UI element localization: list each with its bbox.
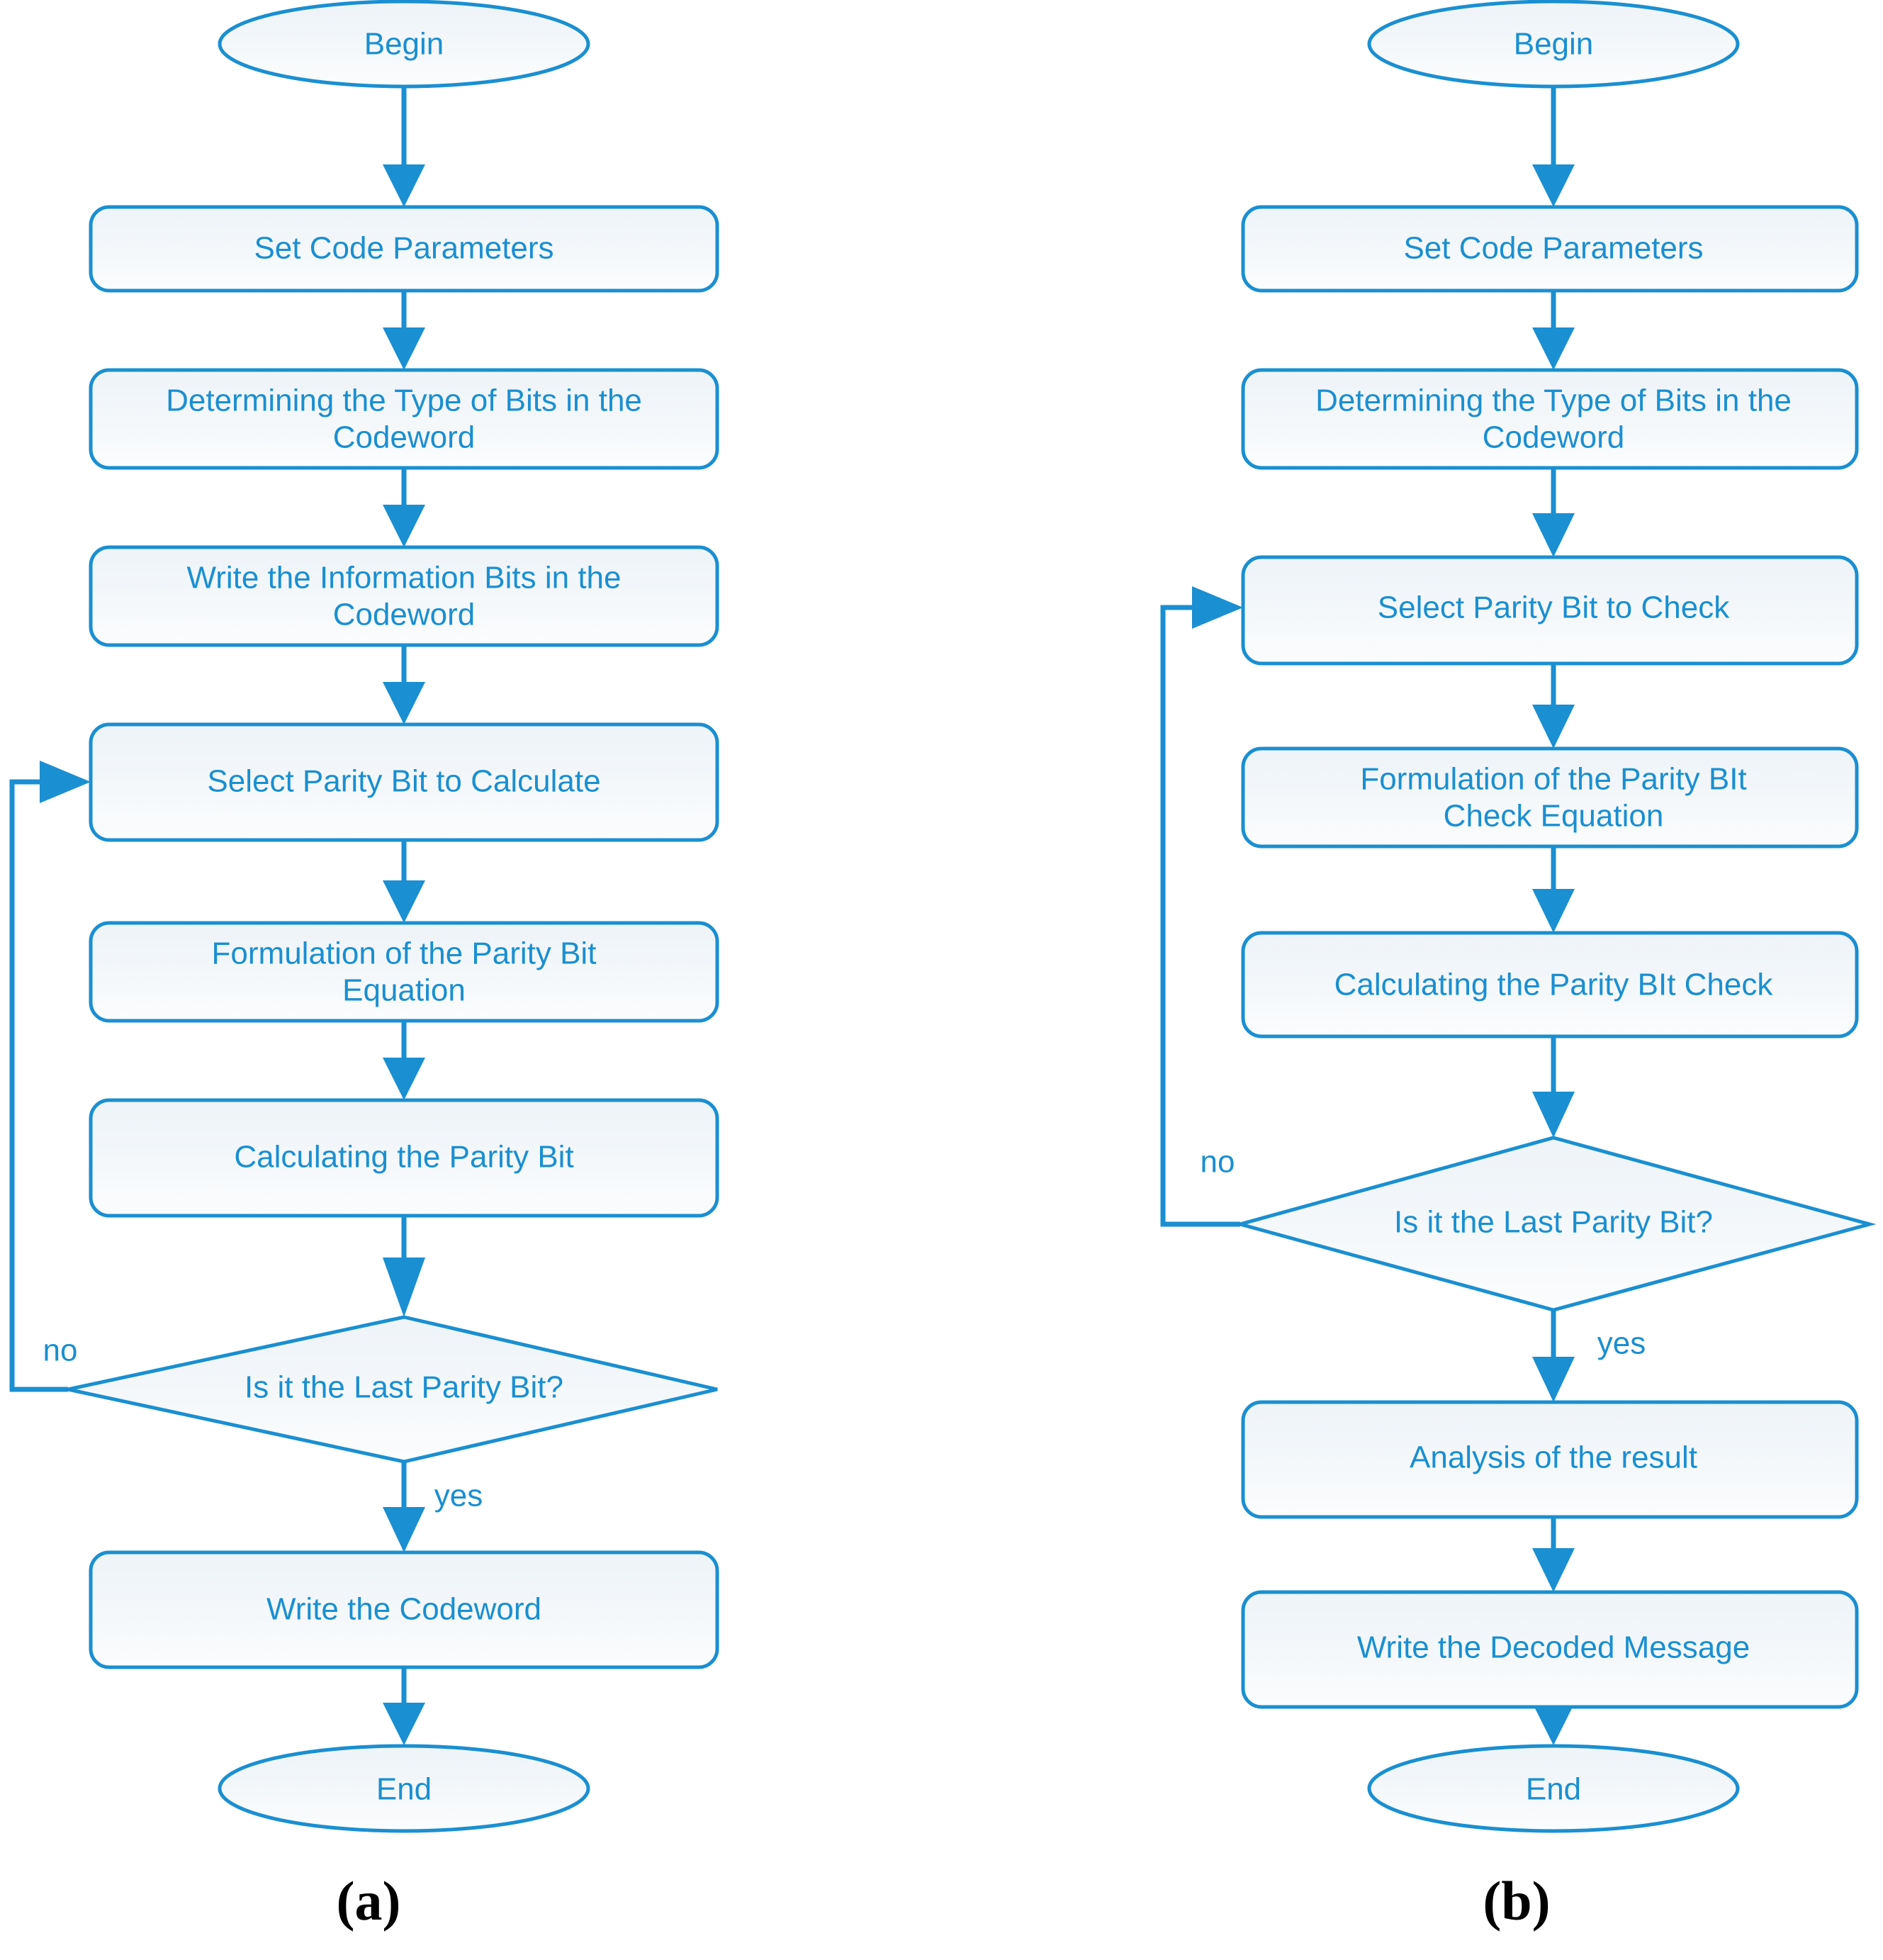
- node-a-selectbit-label: Select Parity Bit to Calculate: [207, 764, 600, 799]
- node-b-selectbit[interactable]: Select Parity Bit to Check: [1241, 555, 1859, 666]
- node-b-setparams[interactable]: Set Code Parameters: [1241, 205, 1859, 293]
- process-shape: [1241, 1590, 1859, 1709]
- edge-a-decision-no-loopback: [9, 779, 68, 1392]
- node-a-end-label: End: [376, 1772, 432, 1807]
- node-b-selectbit-label: Select Parity Bit to Check: [1378, 590, 1730, 625]
- process-shape: [89, 921, 719, 1023]
- decision-shape: [1233, 1136, 1877, 1312]
- edge-b-decision-no-loopback: [1160, 605, 1240, 1227]
- arrowhead-b5: [1532, 889, 1575, 933]
- process-shape: [89, 722, 719, 842]
- node-b-end-label: End: [1526, 1772, 1581, 1807]
- panel-b-caption: (b): [1483, 1870, 1550, 1932]
- terminal-shape: [218, 0, 590, 89]
- node-a-calculate[interactable]: Calculating the Parity Bit: [89, 1098, 719, 1218]
- panel-a-connectors: [9, 86, 425, 1745]
- node-a-selectbit[interactable]: Select Parity Bit to Calculate: [89, 722, 719, 842]
- node-b-formulate-label-line2: Check Equation: [1444, 799, 1664, 834]
- node-a-setparams[interactable]: Set Code Parameters: [89, 205, 719, 293]
- process-shape: [1241, 931, 1859, 1038]
- node-b-writemsg-label: Write the Decoded Message: [1357, 1630, 1750, 1665]
- node-a-bittype-label-line2: Codeword: [333, 420, 476, 455]
- node-b-calculate[interactable]: Calculating the Parity BIt Check: [1241, 931, 1859, 1038]
- node-a-bittype-label-line1: Determining the Type of Bits in the: [166, 383, 642, 418]
- arrowhead-a1: [383, 164, 425, 207]
- node-a-begin-label: Begin: [364, 27, 444, 62]
- panel-b-connectors: [1160, 86, 1575, 1745]
- node-b-begin-label: Begin: [1514, 27, 1594, 62]
- node-a-writeinfo-label-line1: Write the Information Bits in the: [186, 561, 621, 595]
- process-shape: [1241, 1400, 1859, 1519]
- arrowhead-b9: [1532, 1703, 1575, 1745]
- process-shape: [89, 1550, 719, 1669]
- process-shape: [1241, 205, 1859, 293]
- node-a-writecw[interactable]: Write the Codeword: [89, 1550, 719, 1669]
- node-b-calculate-label: Calculating the Parity BIt Check: [1334, 968, 1774, 1002]
- process-shape: [89, 1098, 719, 1218]
- panel-b: Begin Set Code Parameters Determining th…: [1160, 0, 1877, 1932]
- node-b-end[interactable]: End: [1367, 1744, 1740, 1833]
- edge-label-a-no: no: [43, 1333, 78, 1368]
- node-a-end[interactable]: End: [218, 1744, 590, 1833]
- arrowhead-b1: [1532, 164, 1575, 207]
- node-b-begin[interactable]: Begin: [1367, 0, 1740, 89]
- panel-a: Begin Set Code Parameters Determining th…: [9, 0, 719, 1932]
- node-b-bittype-label-line1: Determining the Type of Bits in the: [1315, 383, 1792, 418]
- arrowhead-b6: [1532, 1092, 1575, 1138]
- process-shape: [1241, 746, 1859, 849]
- arrowhead-a-loop: [40, 761, 91, 803]
- node-a-formulate-label-line1: Formulation of the Parity Bit: [212, 936, 597, 971]
- process-shape: [89, 205, 719, 293]
- arrowhead-a5: [383, 880, 425, 923]
- process-shape: [89, 545, 719, 647]
- arrowhead-a8: [383, 1507, 425, 1552]
- node-a-decision-label: Is it the Last Parity Bit?: [244, 1370, 563, 1405]
- terminal-shape: [1367, 0, 1740, 89]
- process-shape: [1241, 368, 1859, 470]
- node-a-writecw-label: Write the Codeword: [266, 1592, 541, 1627]
- node-a-bittype[interactable]: Determining the Type of Bits in the Code…: [89, 368, 719, 470]
- edge-label-b-no: no: [1201, 1145, 1235, 1180]
- arrowhead-a3: [383, 505, 425, 547]
- arrowhead-b8: [1532, 1548, 1575, 1592]
- node-b-decision[interactable]: Is it the Last Parity Bit?: [1233, 1136, 1877, 1312]
- process-shape: [1241, 555, 1859, 666]
- node-a-writeinfo[interactable]: Write the Information Bits in the Codewo…: [89, 545, 719, 647]
- node-a-calculate-label: Calculating the Parity Bit: [234, 1140, 573, 1175]
- node-b-analysis[interactable]: Analysis of the result: [1241, 1400, 1859, 1519]
- arrowhead-b2: [1532, 327, 1575, 370]
- decision-shape: [67, 1315, 718, 1464]
- node-b-setparams-label: Set Code Parameters: [1403, 231, 1703, 266]
- arrowhead-a4: [383, 682, 425, 724]
- node-b-analysis-label: Analysis of the result: [1410, 1440, 1697, 1475]
- edge-label-b-yes: yes: [1597, 1326, 1646, 1361]
- node-b-bittype-label-line2: Codeword: [1483, 420, 1625, 455]
- arrowhead-b7: [1532, 1357, 1575, 1402]
- node-a-writeinfo-label-line2: Codeword: [333, 598, 476, 632]
- terminal-shape: [1367, 1744, 1740, 1833]
- terminal-shape: [218, 1744, 590, 1833]
- node-a-formulate[interactable]: Formulation of the Parity Bit Equation: [89, 921, 719, 1023]
- node-b-formulate-label-line1: Formulation of the Parity BIt: [1360, 762, 1746, 797]
- node-a-setparams-label: Set Code Parameters: [254, 231, 553, 266]
- edge-label-a-yes: yes: [434, 1479, 483, 1513]
- node-b-formulate[interactable]: Formulation of the Parity BIt Check Equa…: [1241, 746, 1859, 849]
- arrowhead-a9: [383, 1703, 425, 1745]
- arrowhead-a6: [383, 1058, 425, 1100]
- node-b-decision-label: Is it the Last Parity Bit?: [1394, 1205, 1713, 1240]
- node-b-writemsg[interactable]: Write the Decoded Message: [1241, 1590, 1859, 1709]
- arrowhead-a2: [383, 327, 425, 370]
- panel-a-caption: (a): [337, 1870, 401, 1932]
- node-a-formulate-label-line2: Equation: [342, 973, 466, 1008]
- node-a-decision[interactable]: Is it the Last Parity Bit?: [67, 1315, 718, 1464]
- process-shape: [89, 368, 719, 470]
- arrowhead-a7: [383, 1258, 425, 1317]
- arrowhead-b-loop: [1192, 586, 1243, 629]
- node-b-bittype[interactable]: Determining the Type of Bits in the Code…: [1241, 368, 1859, 470]
- arrowhead-b3: [1532, 513, 1575, 557]
- node-a-begin[interactable]: Begin: [218, 0, 590, 89]
- arrowhead-b4: [1532, 705, 1575, 749]
